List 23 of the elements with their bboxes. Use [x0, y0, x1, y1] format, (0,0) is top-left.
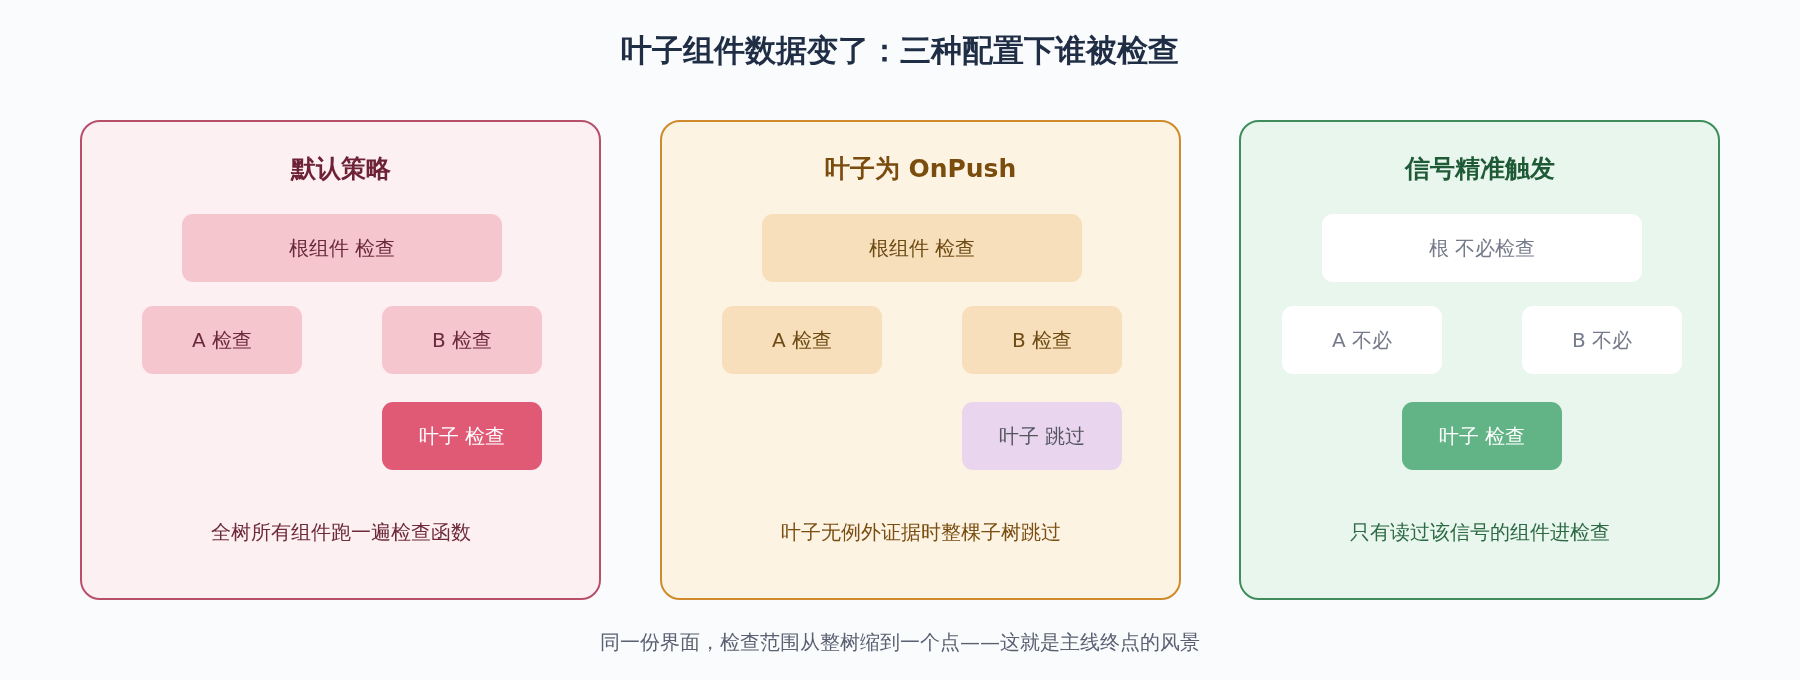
component-box: 叶子 检查	[1402, 402, 1562, 470]
component-box: B 不必	[1522, 306, 1682, 374]
panel-note: 叶子无例外证据时整棵子树跳过	[780, 519, 1061, 546]
panel-note: 全树所有组件跑一遍检查函数	[210, 519, 471, 546]
diagram-title: 叶子组件数据变了：三种配置下谁被检查	[621, 31, 1179, 70]
component-box: 根组件 检查	[182, 214, 502, 282]
component-box: B 检查	[382, 306, 542, 374]
strategy-panel	[660, 120, 1181, 600]
component-box: 叶子 检查	[382, 402, 542, 470]
component-box: B 检查	[962, 306, 1122, 374]
panel-note: 只有读过该信号的组件进检查	[1349, 519, 1610, 546]
component-box: 根组件 检查	[762, 214, 1082, 282]
strategy-panel	[80, 120, 601, 600]
component-box: A 不必	[1282, 306, 1442, 374]
panel-heading: 叶子为 OnPush	[824, 153, 1017, 185]
panel-heading: 信号精准触发	[1404, 153, 1555, 185]
component-box: 叶子 跳过	[962, 402, 1122, 470]
component-box: A 检查	[722, 306, 882, 374]
diagram-caption: 同一份界面，检查范围从整树缩到一个点——这就是主线终点的风景	[600, 629, 1200, 656]
component-box: 根 不必检查	[1322, 214, 1642, 282]
strategy-panel	[1239, 120, 1720, 600]
panel-heading: 默认策略	[290, 153, 391, 185]
component-box: A 检查	[142, 306, 302, 374]
